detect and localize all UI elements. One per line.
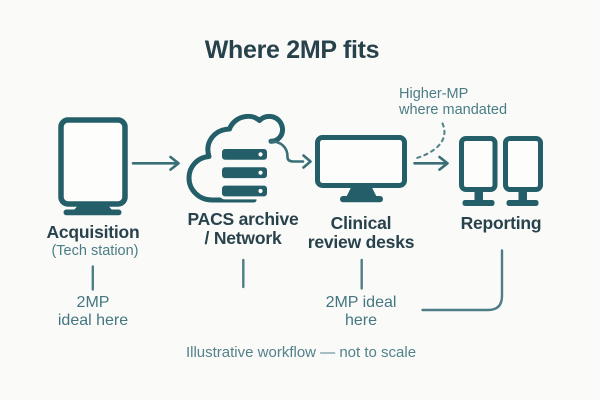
higher-mp-line1: Higher-MP (399, 86, 469, 102)
diagram-title: Where 2MP fits (204, 36, 380, 64)
pacs-label-line2: / Network (204, 228, 282, 248)
diagram-caption: Illustrative workflow — not to scale (185, 344, 417, 361)
higher-mp-line2: where mandated (399, 101, 508, 118)
clinical-note-line2: here (344, 311, 378, 329)
higher-mp-annotation: Higher-MP where mandated (399, 86, 508, 118)
clinical-note: 2MP ideal here (326, 294, 397, 329)
clinical-label: Clinical review desks (308, 214, 415, 252)
acquisition-note-line2: ideal here (57, 311, 129, 329)
higher-mp-dashed-connector (415, 122, 446, 160)
cloud-server-stack-icon (186, 113, 286, 203)
arrow-clinical-to-reporting (413, 155, 449, 171)
acquisition-note-line1: 2MP (76, 294, 110, 311)
clinical-label-line1: Clinical (330, 213, 392, 233)
reporting-label: Reporting (460, 213, 542, 233)
dual-portrait-monitors-icon (459, 136, 543, 206)
widescreen-monitor-icon (315, 135, 407, 203)
acquisition-sublabel: (Tech station) (51, 243, 139, 259)
portrait-monitor-icon (58, 117, 128, 216)
clinical-note-line1: 2MP ideal (325, 294, 397, 311)
pacs-label-line1: PACS archive (187, 209, 299, 229)
acquisition-note: 2MP ideal here (58, 294, 128, 329)
arrow-acquisition-to-pacs (131, 155, 180, 171)
clinical-label-line2: review desks (307, 232, 415, 252)
pacs-label: PACS archive / Network (187, 210, 298, 248)
acquisition-label: Acquisition (46, 222, 140, 242)
arrow-pacs-to-clinical (269, 140, 312, 169)
note-connector-lines (91, 249, 504, 312)
